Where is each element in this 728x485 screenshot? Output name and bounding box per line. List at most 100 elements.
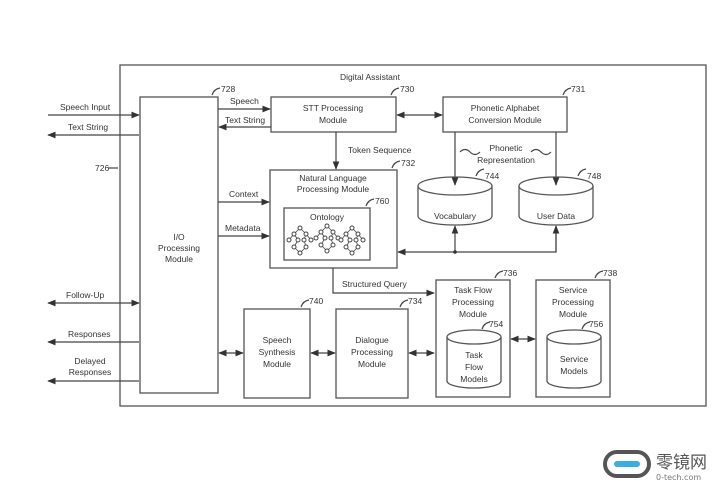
ontology-node	[291, 244, 297, 250]
ontology-node	[313, 235, 319, 241]
watermark-domain: 0-tech.com	[656, 473, 701, 482]
ontology-node	[349, 225, 355, 231]
ontology-label: Ontology	[310, 212, 345, 222]
ref-740-leader	[300, 299, 310, 308]
speech-synth-label-2: Synthesis	[259, 347, 296, 357]
ref-736: 736	[503, 268, 517, 278]
ref-728-leader	[211, 87, 221, 96]
service-models-database	[546, 329, 602, 389]
structured-query-arrow	[332, 268, 435, 297]
service-label-2: Processing	[552, 297, 594, 307]
context-label: Context	[229, 189, 259, 199]
ontology-node	[318, 229, 324, 235]
ref-736-leader	[494, 270, 504, 279]
ontology-node	[322, 235, 328, 241]
ref-760: 760	[375, 196, 389, 206]
speech-label: Speech	[230, 96, 259, 106]
ontology-node	[318, 242, 324, 248]
ontology-node	[343, 231, 349, 237]
ontology-node	[330, 229, 336, 235]
nlp-label-2: Processing Module	[297, 184, 370, 194]
speech-synth-label-3: Module	[263, 359, 291, 369]
ref-760-leader	[365, 198, 375, 207]
user-data-database	[518, 176, 594, 226]
ontology-node	[297, 225, 303, 231]
user-data-label: User Data	[537, 211, 576, 221]
ref-730-leader	[390, 87, 400, 96]
ref-726: 726	[95, 163, 109, 173]
structured-query-label: Structured Query	[342, 279, 407, 289]
taskflow-models-label-3: Models	[460, 374, 487, 384]
speech-input-label: Speech Input	[60, 102, 111, 112]
ref-748-leader	[577, 168, 587, 177]
phonetic-rep-label-2: Representation	[477, 155, 535, 165]
ref-744: 744	[485, 171, 499, 181]
bus-junction	[453, 250, 457, 254]
follow-up-label: Follow-Up	[66, 290, 105, 300]
nlp-label-1: Natural Language	[299, 173, 367, 183]
ontology-node	[295, 237, 301, 243]
dialogue-label-2: Processing	[351, 347, 393, 357]
ontology-node	[343, 244, 349, 250]
delayed-responses-label-1: Delayed	[74, 356, 105, 366]
ref-728: 728	[221, 84, 235, 94]
ref-756: 756	[589, 319, 603, 329]
token-sequence-label: Token Sequence	[348, 145, 412, 155]
ref-738-leader	[594, 270, 604, 279]
ontology-node	[297, 250, 303, 256]
vocabulary-database	[417, 176, 493, 226]
io-processing-module	[139, 96, 219, 394]
digital-assistant-title: Digital Assistant	[340, 72, 401, 82]
logo-bar-icon	[614, 461, 640, 467]
ontology-node	[353, 237, 359, 243]
phonetic-label-2: Conversion Module	[468, 115, 542, 125]
speech-synthesis-module	[243, 308, 311, 399]
ontology-node	[347, 237, 353, 243]
ontology-graph-icon	[286, 223, 366, 256]
service-models-label-2: Models	[560, 366, 587, 376]
ref-731-leader	[562, 87, 572, 96]
watermark-brand: 零镜网	[656, 453, 707, 473]
task-flow-models-database	[446, 329, 502, 389]
ontology-node	[308, 237, 314, 243]
dialogue-label-3: Module	[358, 359, 386, 369]
service-label-3: Module	[559, 309, 587, 319]
ref-731: 731	[571, 84, 585, 94]
dialogue-label-1: Dialogue	[355, 335, 389, 345]
dialogue-processing-module	[335, 308, 409, 399]
phonetic-alphabet-conversion-module	[442, 96, 568, 133]
service-label-1: Service	[559, 285, 588, 295]
speech-synth-label-1: Speech	[263, 335, 292, 345]
ontology-node	[301, 237, 307, 243]
taskflow-label-2: Processing	[452, 297, 494, 307]
logo-ring-icon	[603, 450, 651, 478]
watermark-logo: 零镜网 0-tech.com	[603, 450, 707, 482]
io-label-1: I/O	[173, 232, 185, 242]
ontology-node	[330, 242, 336, 248]
ontology-node	[338, 237, 344, 243]
ref-748: 748	[587, 171, 601, 181]
metadata-label: Metadata	[225, 223, 261, 233]
delayed-responses-label-2: Responses	[69, 367, 112, 377]
ontology-node	[303, 244, 309, 250]
phonetic-label-1: Phonetic Alphabet	[471, 103, 540, 113]
ontology-node	[286, 237, 292, 243]
ontology-node	[324, 248, 330, 254]
stt-processing-module	[270, 96, 397, 133]
ref-756-leader	[581, 321, 591, 330]
taskflow-models-label-2: Flow	[465, 362, 484, 372]
ref-732: 732	[401, 158, 415, 168]
service-models-label-1: Service	[560, 354, 589, 364]
ontology-node	[349, 250, 355, 256]
responses-label: Responses	[68, 329, 111, 339]
wave-left-icon	[459, 148, 481, 156]
taskflow-label-1: Task Flow	[454, 285, 493, 295]
ref-754-leader	[481, 321, 491, 330]
io-label-2: Processing	[158, 243, 200, 253]
stt-label-1: STT Processing	[303, 103, 364, 113]
ref-734: 734	[408, 296, 422, 306]
ref-738: 738	[603, 268, 617, 278]
text-string-label: Text String	[225, 115, 265, 125]
phonetic-rep-label-1: Phonetic	[489, 143, 523, 153]
